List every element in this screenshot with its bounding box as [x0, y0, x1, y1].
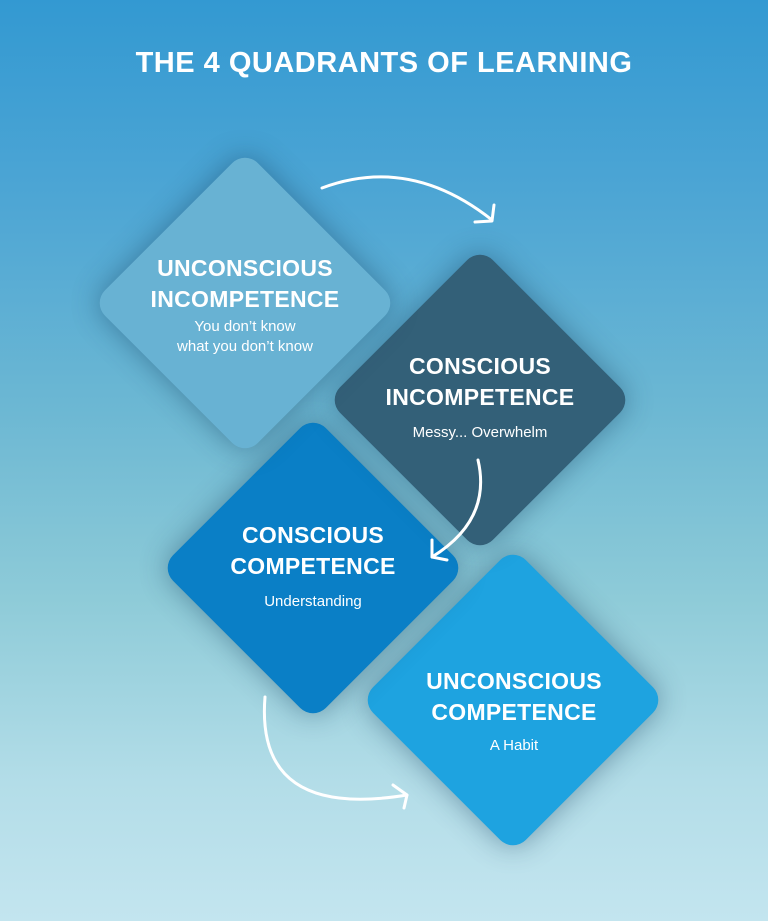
- quadrant-label-unconscious-incompetence: UNCONSCIOUS INCOMPETENCE You don’t know …: [95, 253, 395, 357]
- quadrant-title-line2: INCOMPETENCE: [150, 286, 340, 312]
- quadrant-title-line2: COMPETENCE: [230, 553, 396, 579]
- quadrant-subtitle: A Habit: [489, 737, 539, 754]
- quadrant-label-unconscious-competence: UNCONSCIOUS COMPETENCE A Habit: [364, 666, 664, 756]
- quadrant-subtitle-line2: what you don’t know: [177, 338, 313, 355]
- quadrant-title-line2: INCOMPETENCE: [385, 384, 575, 410]
- arrow-down-curved-icon: [430, 458, 483, 562]
- quadrant-subtitle-line1: You don’t know: [194, 318, 296, 335]
- quadrant-title-line1: CONSCIOUS: [409, 353, 551, 379]
- arrow-bottom-curved-icon: [262, 695, 409, 810]
- quadrant-label-conscious-incompetence: CONSCIOUS INCOMPETENCE Messy... Overwhel…: [330, 351, 630, 443]
- quadrant-title-line2: COMPETENCE: [431, 699, 597, 725]
- quadrant-title-line1: UNCONSCIOUS: [426, 668, 602, 694]
- quadrant-title-line1: UNCONSCIOUS: [157, 255, 333, 281]
- quadrant-label-conscious-competence: CONSCIOUS COMPETENCE Understanding: [163, 520, 463, 612]
- quadrant-title-line1: CONSCIOUS: [242, 522, 384, 548]
- quadrant-subtitle: Understanding: [264, 593, 362, 610]
- page-title: THE 4 QUADRANTS OF LEARNING: [135, 47, 633, 79]
- quadrant-subtitle: Messy... Overwhelm: [412, 424, 548, 441]
- arrow-right-curved-icon: [320, 175, 496, 224]
